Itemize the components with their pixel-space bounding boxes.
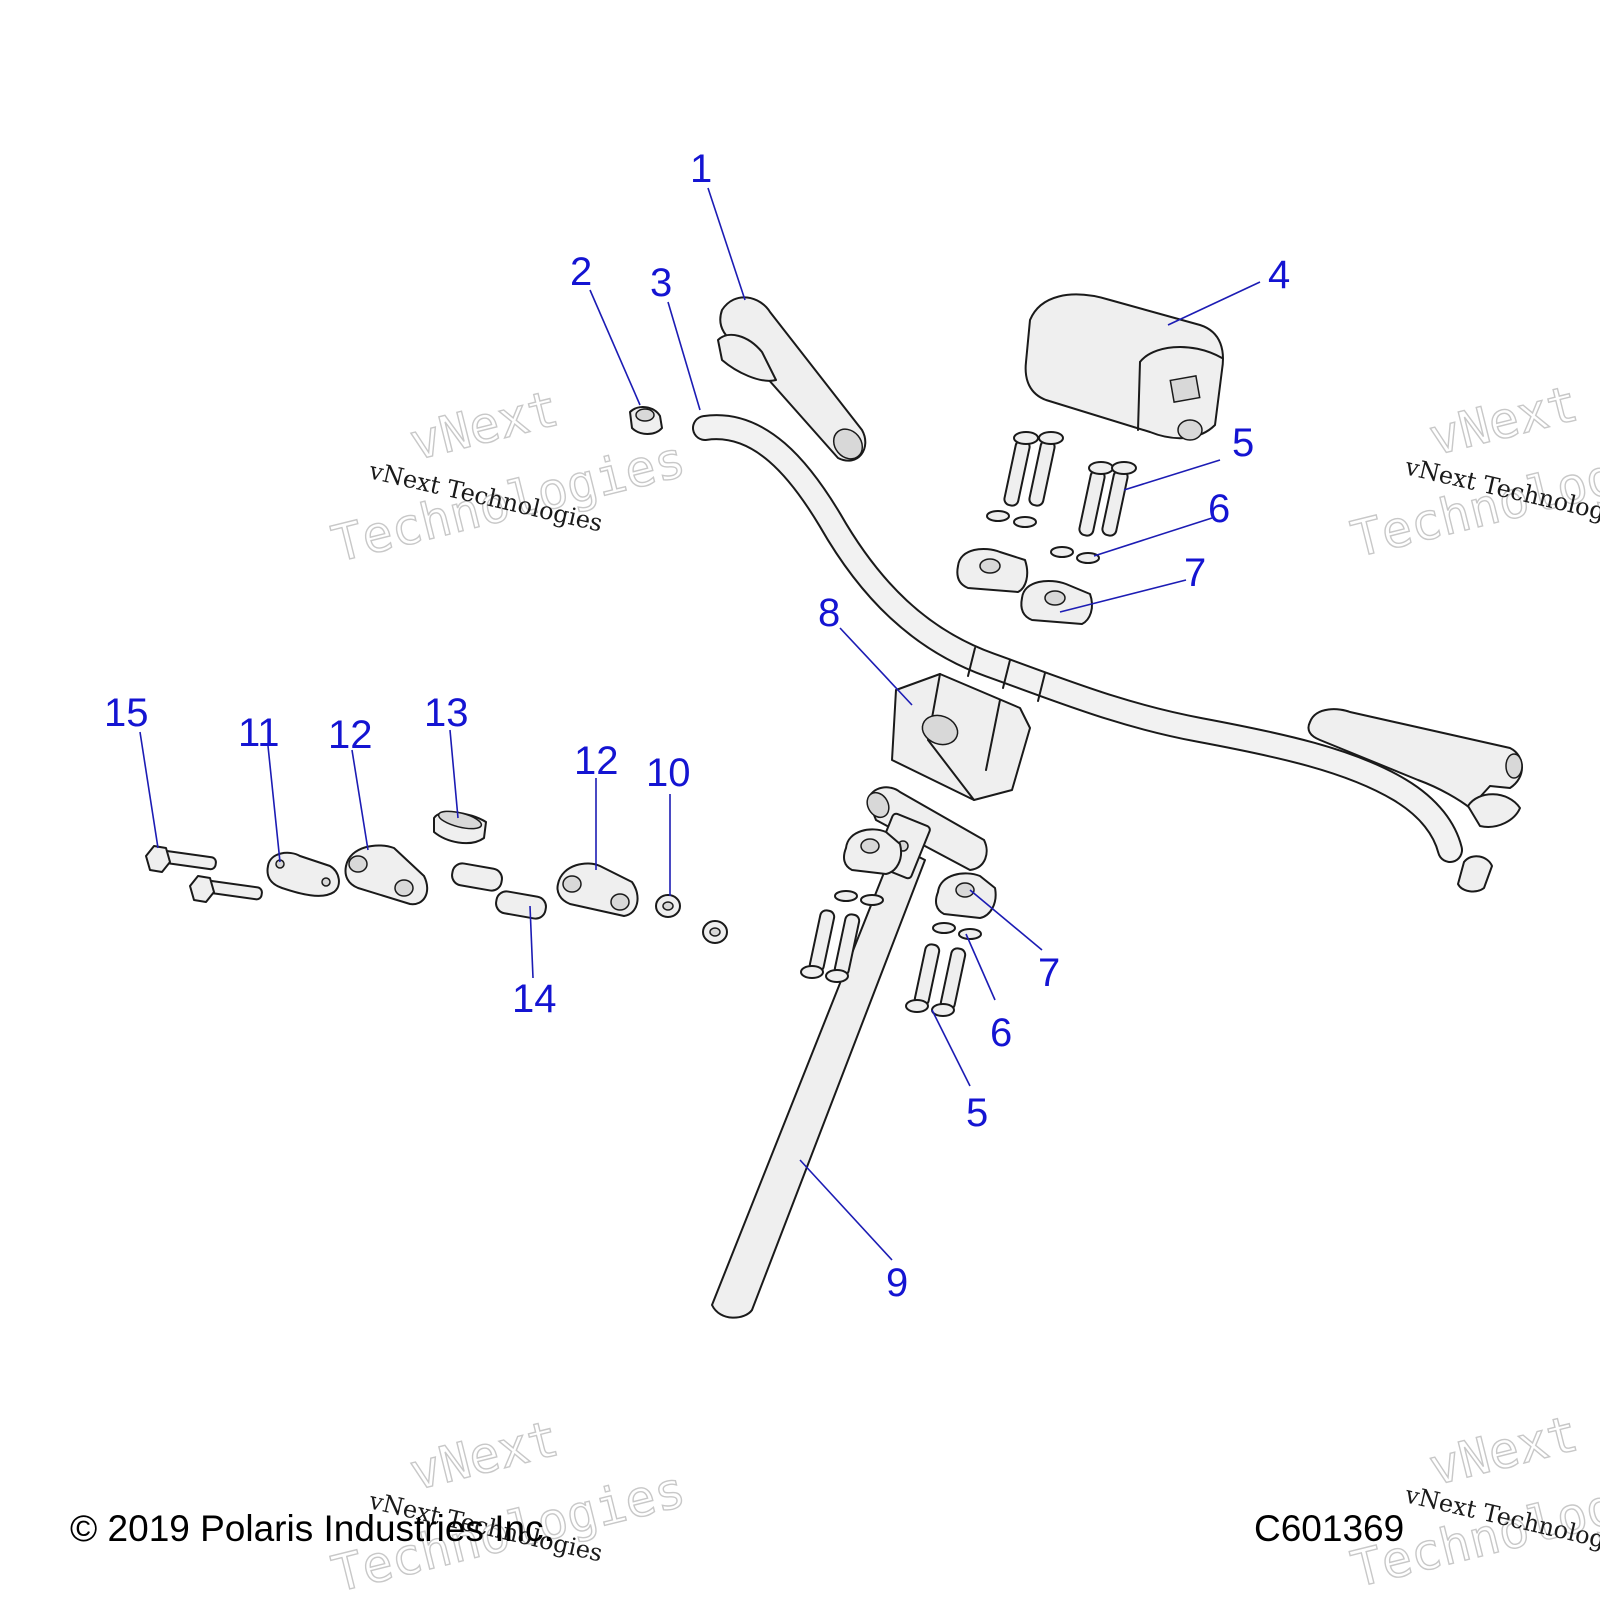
watermark-bottom-right: vNext Technologies — [1345, 1404, 1600, 1600]
callout-7-top: 7 — [1184, 551, 1206, 595]
part-bushings — [451, 862, 547, 920]
callout-13: 13 — [424, 691, 469, 735]
svg-text:vNext: vNext — [404, 379, 564, 472]
part-clamp-caps-top — [956, 548, 1093, 625]
svg-text:vNext: vNext — [1423, 374, 1583, 467]
callout-6-lower: 6 — [990, 1011, 1012, 1055]
part-clamp-left — [344, 844, 429, 906]
part-grommets — [655, 894, 728, 944]
callout-15: 15 — [104, 691, 149, 735]
part-washers-top — [986, 510, 1100, 564]
part-clamp-bolts-lower — [800, 909, 967, 1017]
part-spacer-ring — [433, 810, 487, 845]
callout-12-right: 12 — [574, 739, 619, 783]
callout-4: 4 — [1268, 253, 1290, 297]
part-clamp-bolts-top — [1003, 431, 1137, 537]
part-clamp-caps-lower — [843, 828, 997, 919]
callout-1: 1 — [690, 147, 712, 191]
watermark-top-left: vNext Technologies — [326, 378, 692, 574]
callout-7-lower: 7 — [1038, 951, 1060, 995]
callout-12-left: 12 — [328, 713, 373, 757]
callout-8: 8 — [818, 591, 840, 635]
part-handlebar — [692, 414, 1463, 863]
callout-9: 9 — [886, 1261, 908, 1305]
part-bolts-left — [145, 845, 263, 903]
part-clamp-right — [556, 862, 639, 917]
callout-6-top: 6 — [1208, 487, 1230, 531]
diagram-code: C601369 — [1254, 1508, 1405, 1549]
svg-text:vNext: vNext — [1423, 1404, 1583, 1497]
copyright-notice: © 2019 Polaris Industries Inc. — [70, 1508, 554, 1549]
callout-labels: 1 2 3 4 5 6 7 8 5 6 7 9 10 11 12 12 13 1… — [104, 147, 1290, 1305]
svg-text:vNext: vNext — [404, 1409, 564, 1502]
callout-5-lower: 5 — [966, 1091, 988, 1135]
part-plate — [266, 851, 340, 897]
part-center-clamp — [891, 673, 1031, 801]
part-right-grip — [1307, 708, 1523, 828]
leader-lines — [139, 187, 1261, 1261]
callout-10: 10 — [646, 751, 691, 795]
watermark-top-right: vNext Technologies — [1345, 374, 1600, 570]
part-bar-end-plug — [629, 406, 663, 435]
watermark-bottom-left: vNext Technologies — [326, 1408, 692, 1600]
callout-11: 11 — [238, 711, 280, 755]
part-right-bar-end-plug — [1457, 855, 1493, 893]
part-steering-column — [711, 786, 988, 1319]
part-washers-lower — [834, 890, 982, 940]
callout-2: 2 — [570, 250, 592, 294]
callout-5-top: 5 — [1232, 421, 1254, 465]
part-handlebar-pad — [1024, 293, 1224, 441]
callout-14: 14 — [512, 977, 557, 1021]
callout-3: 3 — [650, 261, 672, 305]
part-left-grip — [717, 296, 867, 462]
